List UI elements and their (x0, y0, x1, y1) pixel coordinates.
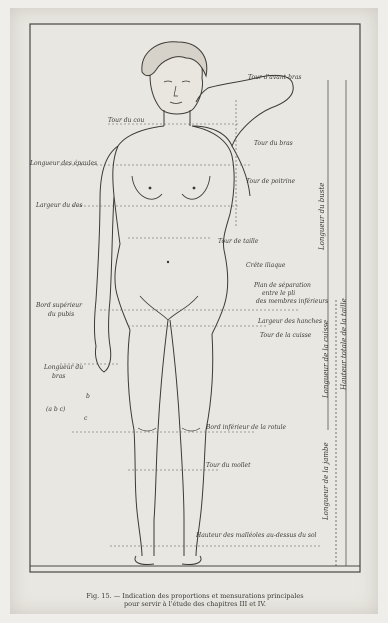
left-arm-outer (95, 146, 119, 346)
caption-line-1: Fig. 15. — Indication des proportions et… (30, 592, 360, 600)
label-hauteur-malleoles: Hauteur des malléoles au-dessus du sol (196, 532, 316, 539)
label-tour-taille: Tour de taille (218, 238, 258, 245)
right-leg-inner (170, 320, 184, 556)
pelvis-line (140, 296, 198, 320)
label-bord-sup-pubis-2: du pubis (48, 311, 74, 318)
label-bord-inferieur-rotule: Bord inférieur de la rotule (206, 424, 286, 431)
label-longueur-epaules: Longueur des épaules (30, 160, 97, 167)
left-leg-inner (154, 320, 168, 556)
label-plan-separation-1: Plan de séparation (254, 282, 311, 289)
letter-c: c (84, 415, 88, 422)
label-tour-avant-bras: Tour d'avant-bras (248, 74, 302, 81)
caption-line-2: pour servir à l'étude des chapitres III … (30, 600, 360, 608)
right-nipple (193, 187, 196, 190)
label-tour-mollet: Tour du mollet (206, 462, 251, 469)
left-arm-inner (109, 196, 115, 346)
letter-b: b (86, 393, 90, 400)
raised-arm (192, 75, 293, 146)
vlabel-longueur-cuisse: Longueur de la cuisse (322, 320, 330, 398)
label-tour-du-cou: Tour du cou (108, 117, 144, 124)
knees (138, 428, 200, 431)
label-tour-du-bras: Tour du bras (254, 140, 293, 147)
arm-lower-contour (232, 146, 250, 196)
label-bord-sup-pubis-1: Bord supérieur (36, 302, 82, 309)
vlabel-hauteur-totale: Hauteur totale de la taille (340, 298, 348, 390)
label-tour-cuisse: Tour de la cuisse (260, 332, 311, 339)
label-crete-iliaque: Crête iliaque (246, 262, 285, 269)
label-largeur-dos: Largeur du dos (36, 202, 83, 209)
chest (132, 176, 210, 199)
label-tour-poitrine: Tour de poitrine (246, 178, 295, 185)
feet (135, 556, 201, 565)
torso-right-contour (192, 126, 234, 334)
figure-caption: Fig. 15. — Indication des proportions et… (30, 592, 360, 608)
vlabel-longueur-jambe: Longueur de la jambe (322, 442, 330, 520)
left-hand (95, 346, 110, 372)
label-longueur-bras-2: bras (52, 373, 65, 380)
vlabel-longueur-buste: Longueur du buste (318, 183, 326, 250)
right-leg-outer (196, 334, 213, 556)
label-plan-separation-3: des membres inférieurs (256, 298, 328, 305)
label-longueur-bras-1: Longueur du (44, 364, 83, 371)
torso-left-contour (113, 126, 164, 330)
label-abc: (a b c) (46, 406, 65, 413)
label-largeur-hanches: Largeur des hanches (258, 318, 322, 325)
label-plan-separation-2: entre le pli (262, 290, 295, 297)
navel (167, 261, 169, 263)
left-leg-outer (128, 330, 142, 556)
left-nipple (149, 187, 152, 190)
